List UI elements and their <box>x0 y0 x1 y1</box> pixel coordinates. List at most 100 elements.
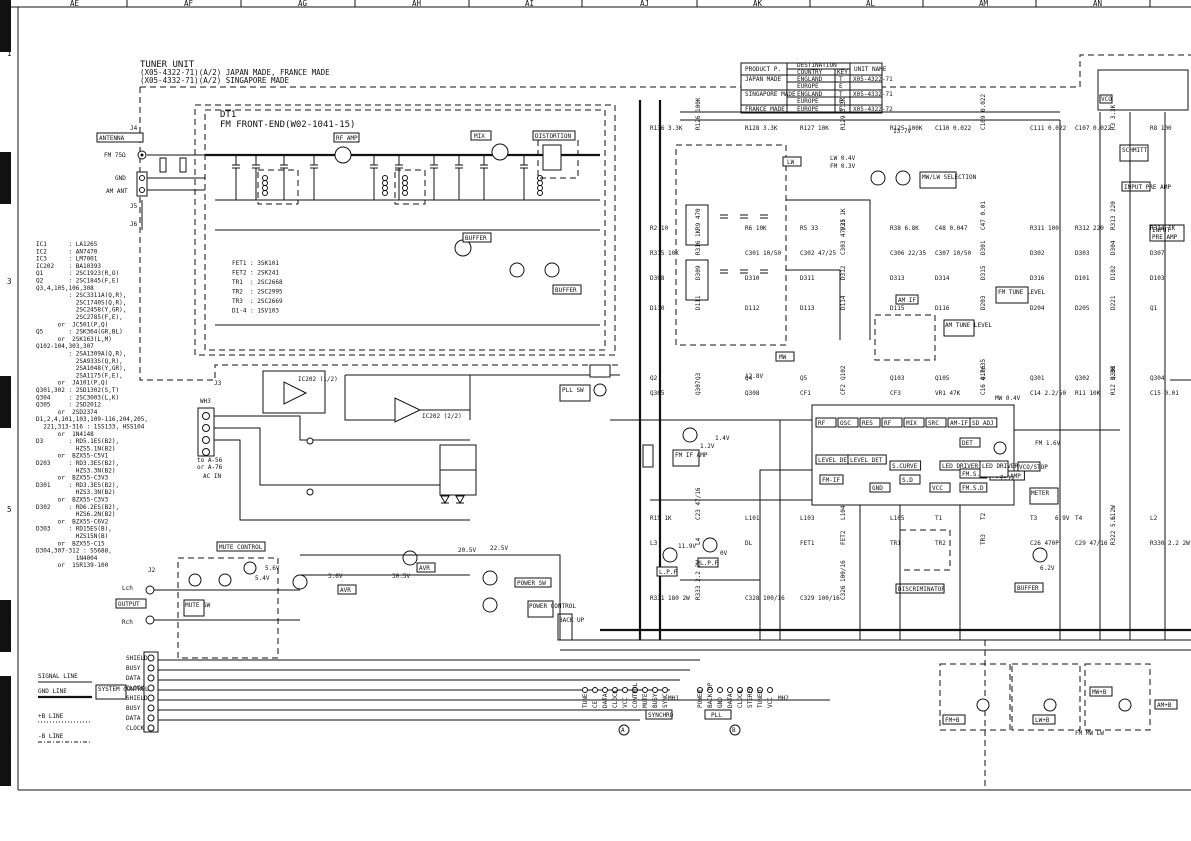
component-label: R125 100K <box>890 125 923 132</box>
mh1-pin-label: MUTE <box>642 693 649 708</box>
voltage-label: 30.5V <box>392 573 410 580</box>
synchro-tag: SYNCHRO <box>648 712 674 719</box>
antenna-terminals: ANTENNA J4 FM 75Ω GND AM ANT J5 J6 <box>96 125 205 230</box>
voltage-label: 5.4V <box>255 575 270 582</box>
component-label: L104 <box>840 505 847 520</box>
parts-line: 2SA1175(F,E), <box>36 372 123 379</box>
ic1-block-label: S.CURVE <box>892 463 918 470</box>
component-label: D112 <box>745 305 760 312</box>
port-a: A <box>621 727 625 734</box>
or-a76-label: or A-76 <box>197 464 223 471</box>
component-label: Q307 <box>695 380 702 395</box>
component-label: D301 <box>980 240 987 255</box>
dest-header-unit: UNIT NAME <box>854 66 887 73</box>
cf1 <box>642 444 654 468</box>
component-label: D315 <box>980 265 987 280</box>
mh2-pin-label: CLOCK <box>737 690 744 708</box>
ic1-block-label: SRC <box>928 420 939 427</box>
dest-cell-0-1: ENGLAND <box>797 76 823 83</box>
component-label: D310 <box>745 275 760 282</box>
parts-line: 2SA933S(Q,R), <box>36 358 123 365</box>
component-label: C301 10/50 <box>745 250 782 257</box>
mh1-pin-label: CE <box>592 700 599 708</box>
mh2-pin-label: POWER <box>697 690 704 708</box>
back-up-tag: BACK UP <box>559 617 585 624</box>
component-label: FET1 <box>800 540 815 547</box>
component-label: Q3 <box>695 372 702 380</box>
component-label: C15 0.01 <box>1150 390 1179 397</box>
parts-line: Q2 : 2SC1845(F,E) <box>36 278 119 285</box>
dest-cell-3-2: E <box>839 98 843 105</box>
component-label: D114 <box>840 295 847 310</box>
voltage-label: 3.6V <box>328 573 343 580</box>
frontend-title: FM FRONT-END(W02-1041-15) <box>220 120 355 130</box>
parts-line: IC3 : LM7001 <box>36 256 98 263</box>
component-label: CF3 <box>890 390 901 397</box>
grid-col-AN: AN <box>1093 0 1102 8</box>
rch-label: Rch <box>122 619 133 626</box>
component-label: L4 <box>695 537 702 545</box>
grid-col-AL: AL <box>866 0 876 8</box>
parts-line: 221,313-316 : 1SS133, HSS104 <box>36 424 145 431</box>
component-label: D302 <box>1030 250 1045 257</box>
voltage-label: 1.4V <box>715 435 730 442</box>
parts-line: D1,2,4,101,103,109-116,204,205, <box>36 416 148 423</box>
component-label: Q303 <box>1110 365 1117 380</box>
q305-symbol <box>402 550 418 566</box>
parts-line: or BZX55-C6V2 <box>36 518 109 525</box>
component-label: R11 10K <box>1075 390 1101 397</box>
component-label: D115 <box>890 305 905 312</box>
unit-line-1: (X05-4322-71)(A/2) JAPAN MADE, FRANCE MA… <box>140 68 330 77</box>
component-label: R331 180 2W <box>650 595 690 602</box>
am-tune-level-tag: AM TUNE LEVEL <box>945 322 992 329</box>
mh1-label: MH1 <box>668 695 679 702</box>
component-label: Q304 <box>1150 375 1165 382</box>
syscon-pin-label: SHIELD <box>126 695 148 702</box>
wh3-label: WH3 <box>200 398 211 405</box>
parts-line: or BZX55-C15 <box>36 540 105 547</box>
q303-symbol <box>243 561 257 575</box>
q3-symbol <box>662 547 678 563</box>
syscon-pin-label: DATA <box>126 715 141 722</box>
component-label: Q102 <box>840 365 847 380</box>
power-control-tag: POWER CONTROL <box>529 603 576 610</box>
dest-cell-3-1: EUROPE <box>797 98 819 105</box>
fe-part-line: TR1 : 2SC2668 <box>232 279 283 286</box>
pll-sw-label: PLL SW <box>562 387 584 394</box>
grid-row-1: 1 <box>7 49 12 58</box>
pll-tag: PLL <box>711 712 722 719</box>
distortion-transformer <box>542 144 562 171</box>
parts-line: Q304 : 2SC3003(L,K) <box>36 394 119 401</box>
parts-line: HZS15N(B) <box>36 533 108 540</box>
legend-plus-b: +B LINE <box>38 713 64 720</box>
ic1-block <box>819 474 844 485</box>
destination-table: PRODUCT P. DESTINATION UNIT NAME COUNTRY… <box>740 62 893 114</box>
legend-signal: SIGNAL LINE <box>38 673 78 680</box>
component-label: L3 <box>650 540 658 547</box>
parts-line: Q305 : 2SD2012 <box>36 402 101 409</box>
j6-label: J6 <box>130 221 138 228</box>
grid-col-AJ: AJ <box>640 0 649 8</box>
voltage-labels: 13.7V12.8V22.5V20.5V30.5V11.9V3.6V5.6V5.… <box>255 128 1070 582</box>
grid-col-AI: AI <box>525 0 534 8</box>
component-label: C23 47/16 <box>695 487 702 520</box>
component-label: Q302 <box>1075 375 1090 382</box>
mh2-pin-label: TUNED <box>757 690 764 708</box>
q301-symbol <box>188 573 202 587</box>
component-label: L105 <box>890 515 905 522</box>
mh1-pin-label: TUNE <box>582 693 589 708</box>
parts-line: or 1N4148 <box>36 431 94 438</box>
sheet-frame <box>0 0 1191 791</box>
antenna-label: ANTENNA <box>99 135 125 142</box>
parts-line: D301 : RD3.3ES(B2), <box>36 482 119 489</box>
voltage-label: 0V <box>720 550 728 557</box>
component-label: TR1 <box>890 540 901 547</box>
pll-section: VCO SCHMITT INPUT PRE AMP BACK UP INPUT … <box>1059 69 1191 640</box>
dest-sub-key: KEY <box>837 69 848 76</box>
component-label: D309 <box>695 265 702 280</box>
